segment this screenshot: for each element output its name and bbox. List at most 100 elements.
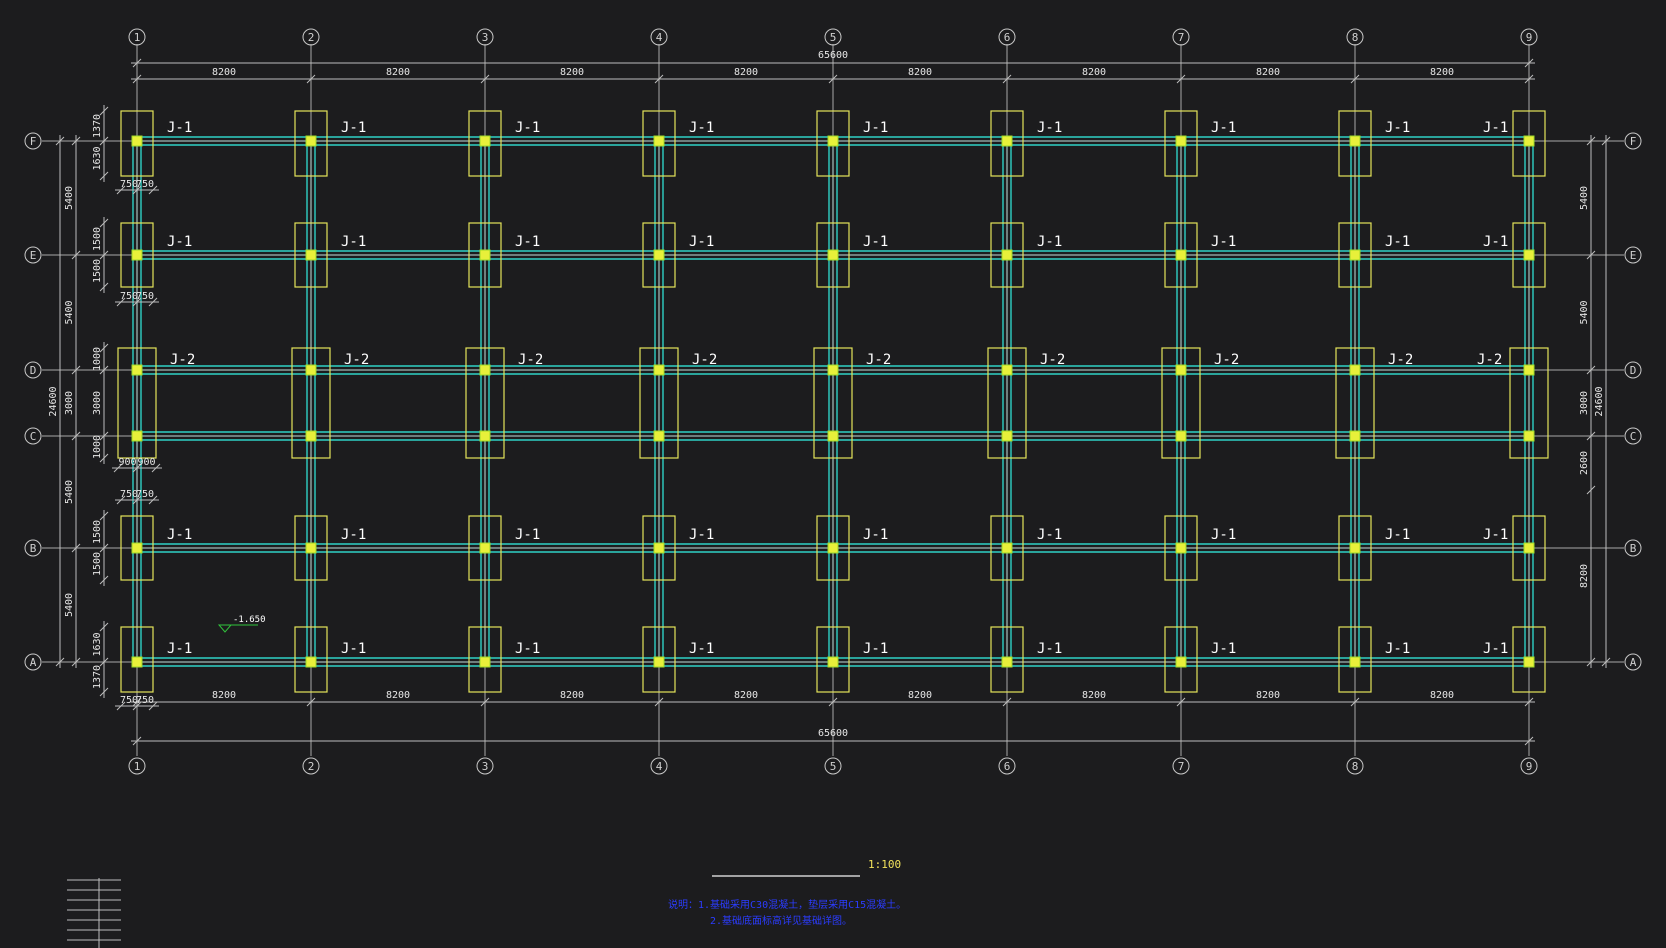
column	[827, 542, 839, 554]
footing-j2	[1335, 347, 1375, 459]
dim-text: 750	[136, 179, 154, 190]
axis-bubble-label: 6	[1004, 760, 1011, 773]
dim-text: 3000	[64, 391, 75, 415]
footing-j2	[465, 347, 505, 459]
dim-tick	[99, 250, 109, 260]
axis-bubble-label: F	[30, 135, 37, 148]
column	[1349, 542, 1361, 554]
axis-bubble	[24, 361, 42, 379]
axis-bubble-label: 3	[482, 31, 489, 44]
dim-tick	[132, 697, 142, 707]
dim-text: 750	[136, 695, 154, 706]
dim-tick	[1176, 74, 1186, 84]
dim-tick	[71, 136, 81, 146]
column	[479, 656, 491, 668]
column	[479, 364, 491, 376]
footing-label-j1: J-1	[1211, 234, 1236, 250]
footing-label-j1: J-1	[689, 120, 714, 136]
footing-j1	[120, 515, 154, 581]
column	[131, 135, 143, 147]
column	[305, 135, 317, 147]
dim-tick	[132, 297, 142, 307]
footing-labels: J-1J-1J-1J-1J-2J-1J-1J-1J-1J-2J-1J-1J-1J…	[167, 120, 1508, 657]
dim-text: 1500	[92, 227, 103, 251]
dim-tick	[99, 657, 109, 667]
column	[1001, 656, 1013, 668]
footing-j1	[294, 110, 328, 177]
axis-bubble-label: 2	[308, 31, 315, 44]
dim-tick	[1586, 365, 1596, 375]
axis-bubble-label: E	[1630, 249, 1637, 262]
dim-tick	[116, 495, 126, 505]
dim-tick	[116, 701, 126, 711]
footing-j1	[294, 222, 328, 288]
dim-text: 1500	[92, 552, 103, 576]
dim-tick	[151, 463, 161, 473]
axis-bubble	[476, 757, 494, 775]
column	[1001, 364, 1013, 376]
dim-text: 900	[137, 457, 155, 468]
footing-label-j1: J-1	[1037, 120, 1062, 136]
dim-text: 8200	[1430, 690, 1454, 701]
column	[479, 249, 491, 261]
column	[305, 249, 317, 261]
footing-label-j2: J-2	[1388, 352, 1413, 368]
axis-bubble	[1624, 653, 1642, 671]
footing-j1	[120, 626, 154, 693]
dim-tick	[99, 575, 109, 585]
dim-tick	[99, 365, 109, 375]
dim-text: 65600	[818, 50, 848, 61]
dim-tick	[654, 74, 664, 84]
axis-bubble-label: 9	[1526, 31, 1533, 44]
dim-text: 1000	[92, 435, 103, 459]
footing-j1	[1164, 515, 1198, 581]
dim-tick	[99, 431, 109, 441]
note-line-1: 说明：1.基础采用C30混凝土，垫层采用C15混凝土。	[668, 898, 906, 911]
axis-bubble	[824, 757, 842, 775]
axis-bubble-label: A	[30, 656, 37, 669]
footing-label-j1: J-1	[167, 641, 192, 657]
axis-bubble	[302, 757, 320, 775]
footing-label-j1: J-1	[515, 641, 540, 657]
axis-bubble	[1624, 132, 1642, 150]
dim-tick	[99, 343, 109, 353]
dim-tick	[1601, 657, 1611, 667]
axis-bubble	[1520, 28, 1538, 46]
footing-label-j1: J-1	[167, 234, 192, 250]
dim-tick	[99, 218, 109, 228]
dim-tick	[306, 697, 316, 707]
footing-label-j1: J-1	[515, 234, 540, 250]
axis-bubble-label: 1	[134, 31, 141, 44]
column	[1175, 542, 1187, 554]
footing-label-j1: J-1	[341, 527, 366, 543]
dim-tick	[1586, 136, 1596, 146]
dim-tick	[132, 74, 142, 84]
footing-label-j1: J-1	[1483, 641, 1508, 657]
footing-j1	[816, 626, 850, 693]
axis-bubble	[1624, 361, 1642, 379]
foundation-beams	[132, 136, 1534, 667]
footing-j1	[120, 222, 154, 288]
footing-label-j1: J-1	[341, 120, 366, 136]
axis-bubble	[1624, 246, 1642, 264]
column	[827, 430, 839, 442]
footing-j2	[291, 347, 331, 459]
footing-label-j1: J-1	[1483, 234, 1508, 250]
footing-label-j1: J-1	[1483, 527, 1508, 543]
footing-label-j2: J-2	[344, 352, 369, 368]
axis-bubble-label: D	[30, 364, 37, 377]
column	[1349, 656, 1361, 668]
dim-text: 750	[136, 489, 154, 500]
dim-tick	[1586, 431, 1596, 441]
dim-text: 5400	[64, 480, 75, 504]
axis-bubble-label: B	[30, 542, 37, 555]
column	[1349, 364, 1361, 376]
footing-j1	[468, 515, 502, 581]
dim-text: 5400	[1579, 300, 1590, 324]
dim-tick	[306, 74, 316, 84]
dim-tick	[132, 495, 142, 505]
axis-bubble-label: 7	[1178, 31, 1185, 44]
axis-bubble-label: E	[30, 249, 37, 262]
dim-tick	[1350, 74, 1360, 84]
axis-bubble-label: 3	[482, 760, 489, 773]
